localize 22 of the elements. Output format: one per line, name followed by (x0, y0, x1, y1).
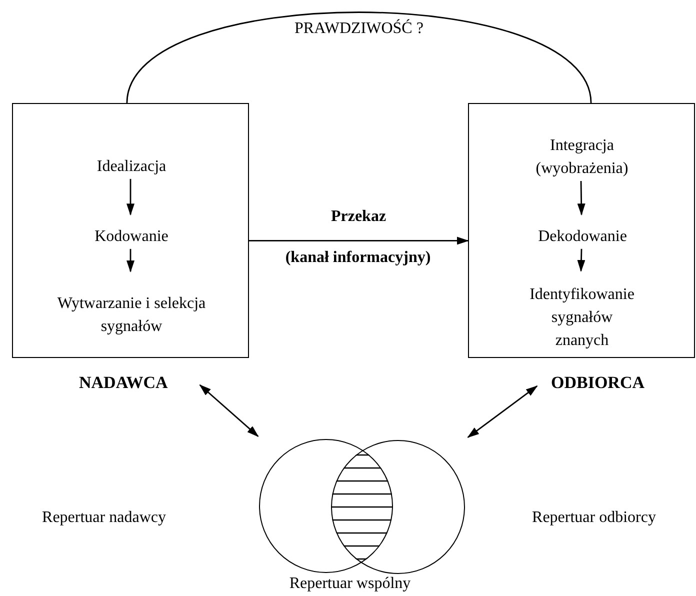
arrow (577, 248, 586, 272)
annotation: (kanał informacyjny) (285, 248, 431, 268)
arrow (577, 181, 586, 216)
annotation: Repertuar nadawcy (42, 508, 166, 528)
step-text: Integracja (wyobrażenia) (534, 136, 630, 179)
box-heading: ODBIORCA (551, 372, 645, 394)
step-text: Idealizacja (96, 156, 168, 176)
arrow (126, 248, 134, 272)
arrow (199, 384, 259, 437)
annotation: Repertuar wspólny (289, 574, 411, 594)
step-text: Dekodowanie (537, 226, 628, 246)
arrow (126, 178, 134, 216)
arrow (249, 236, 469, 245)
annotation: Repertuar odbiorcy (532, 508, 656, 528)
edge-label: PRAWDZIWOŚĆ ? (294, 18, 424, 39)
step-text: Kodowanie (94, 226, 170, 246)
box-heading: NADAWCA (79, 372, 168, 394)
connector-line (126, 12, 592, 104)
step-text: Wytwarzanie i selekcja sygnałów (56, 294, 207, 337)
step-text: Identyfikowanie sygnałów znanych (528, 284, 636, 350)
edge-label: Przekaz (330, 207, 386, 227)
arrow (467, 385, 538, 438)
